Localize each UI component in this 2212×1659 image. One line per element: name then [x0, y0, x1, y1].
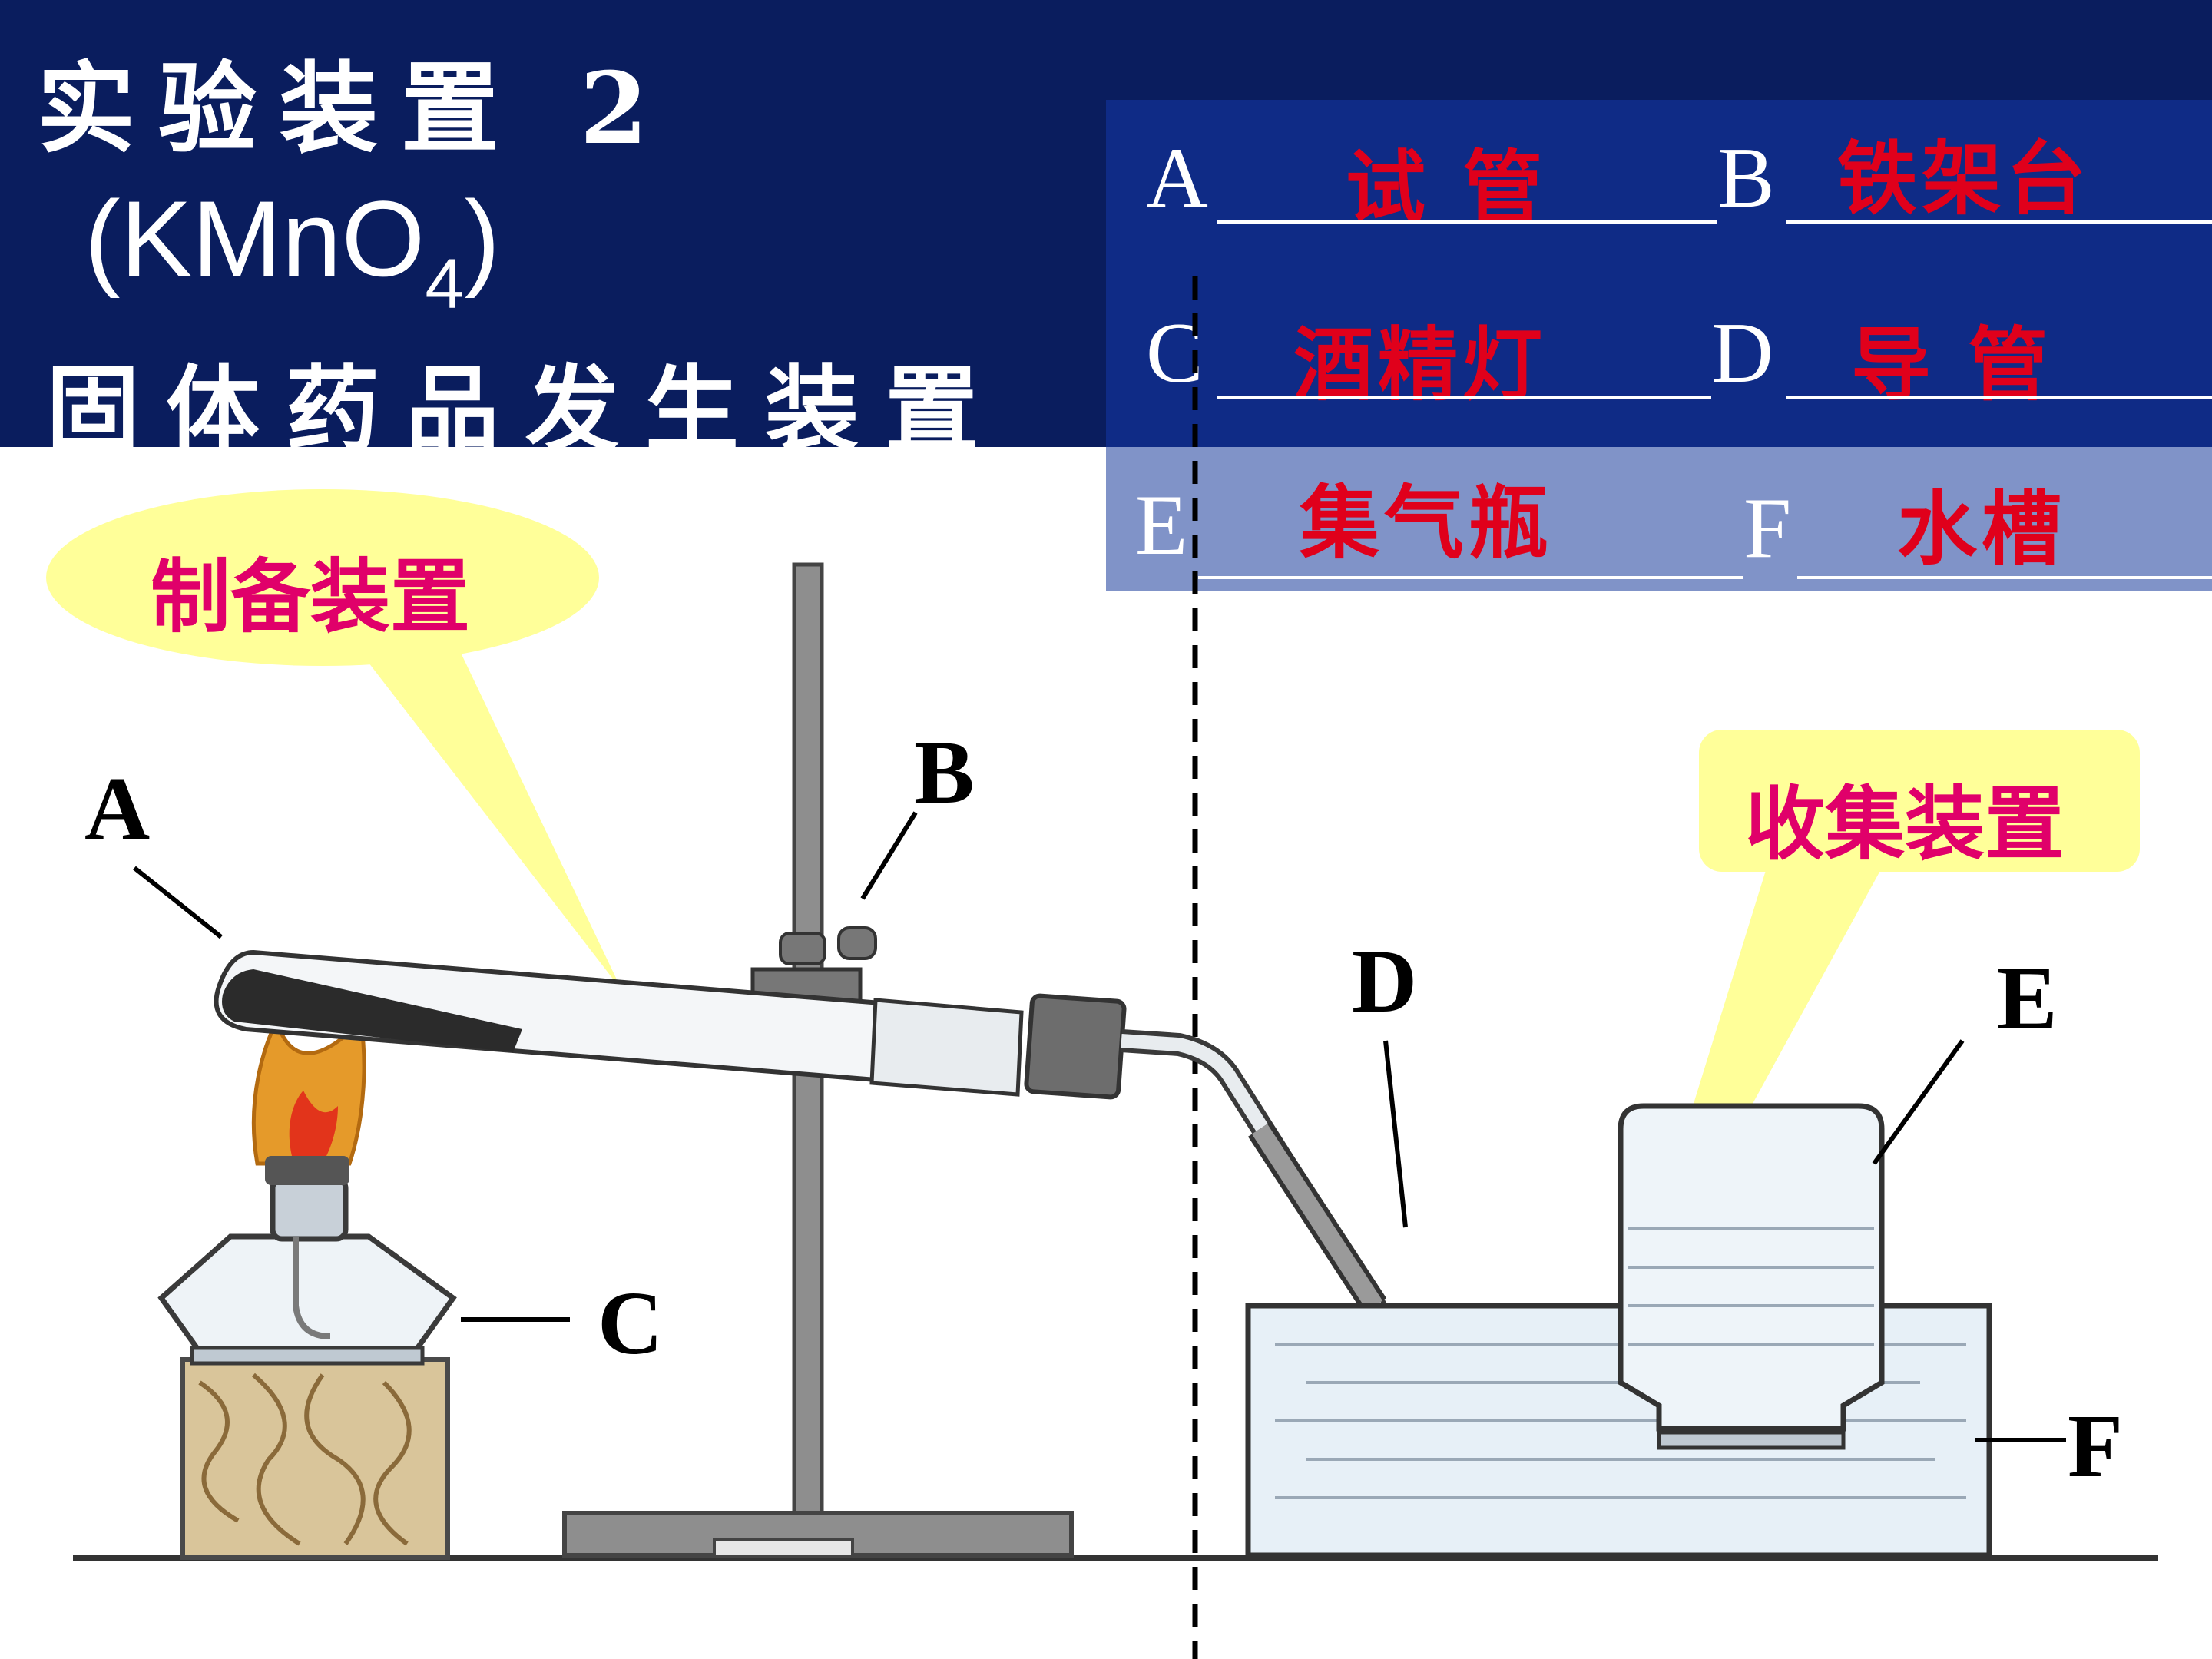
answer-line-a [1217, 220, 1717, 224]
gas-jar-drawing [1618, 1103, 1885, 1450]
diagram-label-f: F [2068, 1396, 2124, 1496]
answer-text-e: 集气瓶 [1300, 476, 1554, 570]
test-tube-drawing [214, 949, 1127, 1100]
leader-lines [133, 811, 2066, 1442]
answer-letter-d: D [1711, 306, 1773, 401]
answer-letter-a: A [1146, 131, 1208, 226]
alcohol-lamp-drawing [157, 1176, 457, 1366]
diagram-label-b: B [914, 722, 975, 823]
title-formula: (KMnO4) [84, 177, 500, 325]
answer-letter-e: E [1135, 478, 1188, 573]
answer-letter-b: B [1717, 131, 1775, 226]
flame-drawing [251, 1016, 366, 1185]
answer-line-c [1217, 396, 1711, 399]
wooden-block [180, 1357, 450, 1560]
answer-text-f: 水槽 [1897, 482, 2067, 576]
answer-line-b [1786, 220, 2212, 224]
collection-callout-label: 收集装置 [1745, 777, 2065, 871]
formula-paren-right: ) [464, 178, 501, 299]
preparation-callout-bubble [46, 489, 622, 991]
title-line-3: 固体药品发生装置 [46, 354, 1005, 465]
answer-panel [1106, 100, 2212, 447]
answer-text-b: 铁架台 [1837, 132, 2091, 226]
formula-subscript: 4 [425, 245, 465, 323]
answer-line-d [1786, 396, 2212, 399]
answer-letter-f: F [1743, 481, 1792, 576]
diagram-label-a: A [84, 758, 151, 859]
answer-line-f [1797, 576, 2212, 579]
preparation-callout-label: 制备装置 [151, 550, 471, 644]
formula-main: KMnO [120, 178, 426, 299]
answer-line-e [1198, 576, 1743, 579]
diagram-label-c: C [598, 1273, 664, 1373]
answer-text-d: 导 管 [1851, 318, 2053, 412]
diagram-label-d: D [1352, 931, 1418, 1031]
title-line-1: 实验装置 2 [37, 51, 671, 167]
answer-text-a: 试 管 [1346, 141, 1548, 235]
answer-panel-lower [1106, 447, 2212, 591]
answer-text-c: 酒精灯 [1293, 318, 1548, 412]
diagram-label-e: E [1997, 948, 2058, 1048]
formula-paren-left: ( [84, 178, 121, 299]
